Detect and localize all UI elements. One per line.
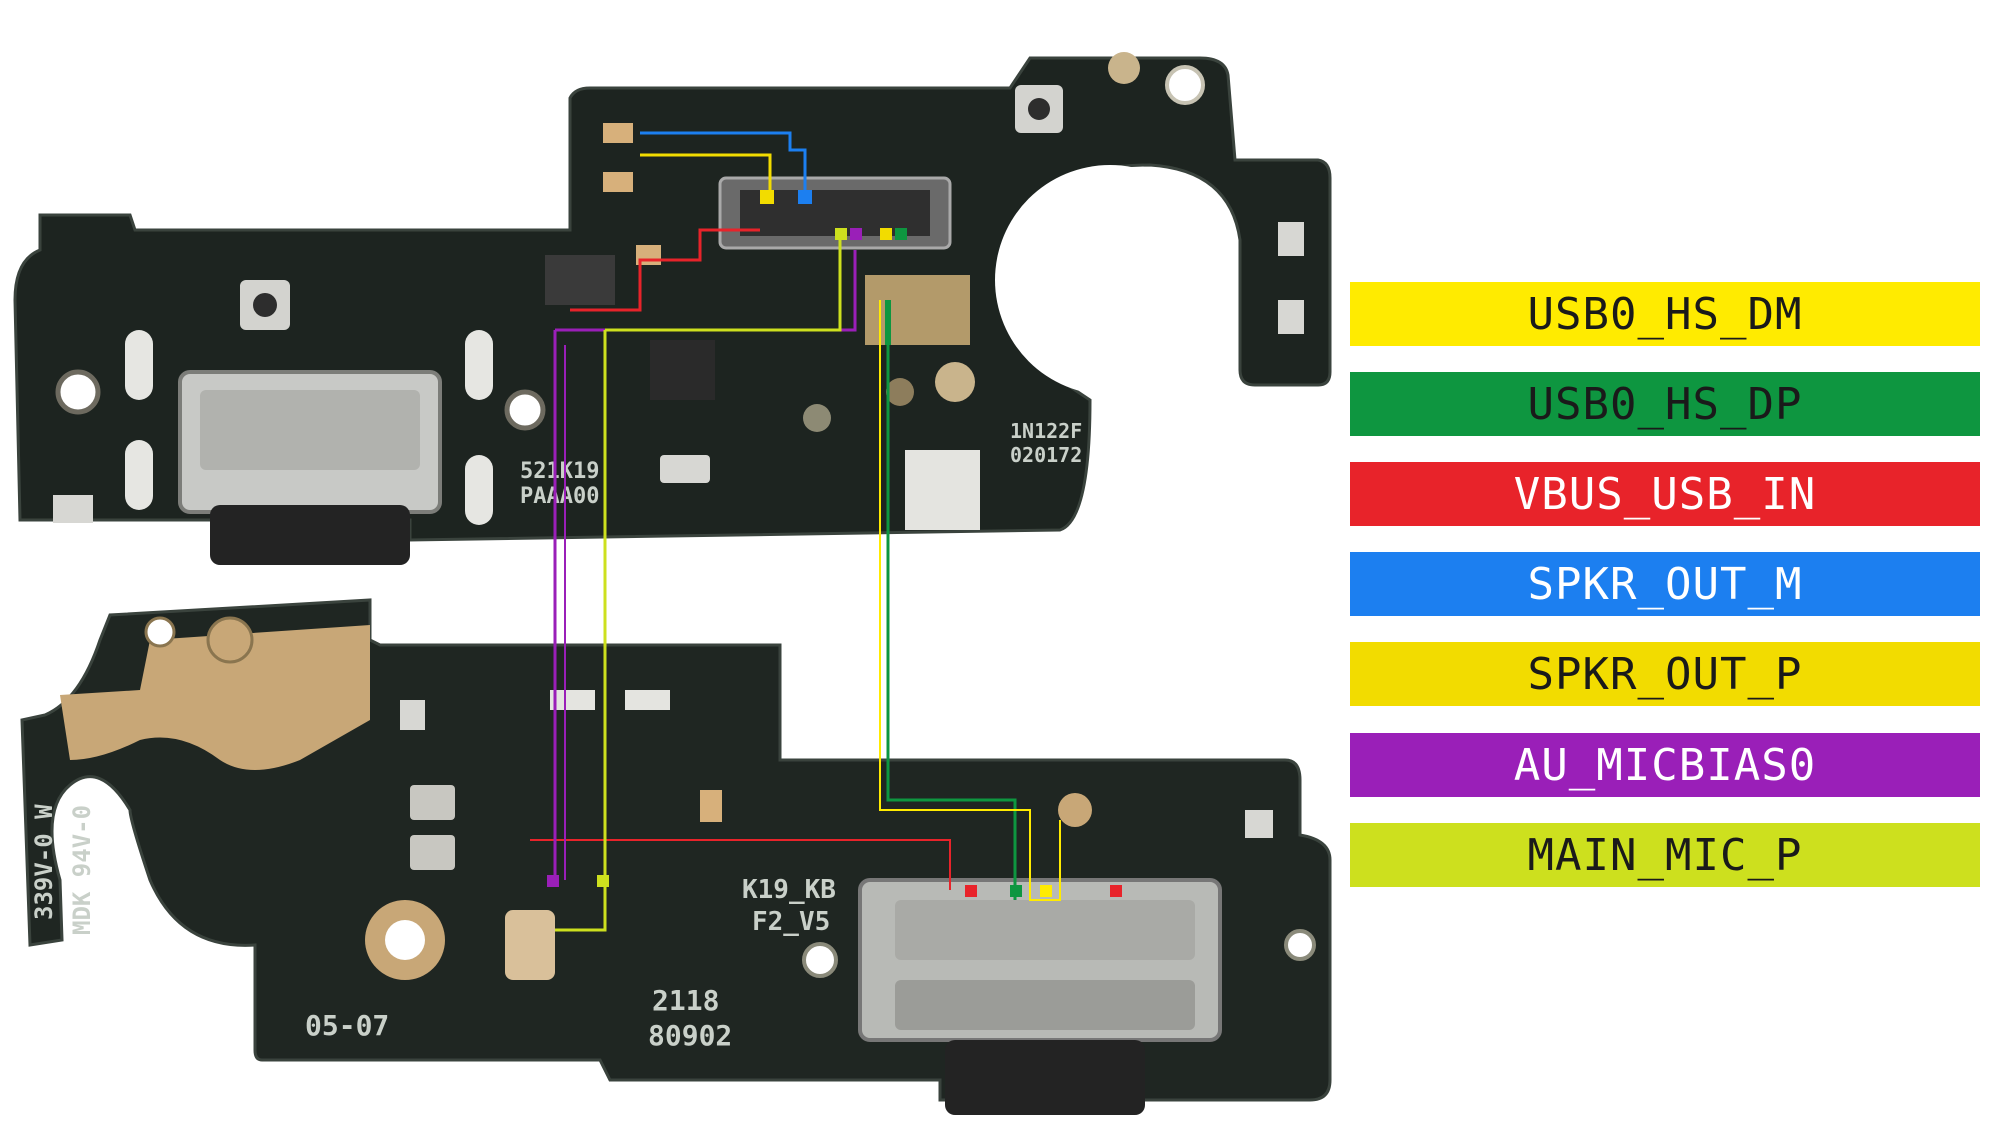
legend-label: MAIN_MIC_P <box>1527 829 1803 881</box>
legend-label: SPKR_OUT_M <box>1527 558 1803 610</box>
qr-code <box>905 450 980 530</box>
legend-usb0-hs-dm: USB0_HS_DM <box>1350 282 1980 346</box>
signal-traces <box>530 131 1061 932</box>
legend-label: USB0_HS_DP <box>1527 378 1803 430</box>
bottom-board: 339V-0 W MDK 94V-0 K19_KB F2_V5 05-07 21… <box>20 598 1332 1115</box>
gold-pad <box>865 275 970 345</box>
legend-label: VBUS_USB_IN <box>1513 468 1817 520</box>
top-revision: PAAA00 <box>520 484 599 509</box>
mount-hole <box>55 369 101 415</box>
trace-spkr-out-m <box>640 131 807 195</box>
trace-vbus <box>570 228 760 312</box>
top-part-number: 521K19 <box>520 459 599 484</box>
microphone <box>505 910 555 980</box>
trace-usb-dm <box>879 300 1061 901</box>
gold-mesh-area <box>60 625 370 770</box>
mount-hole <box>1165 65 1205 105</box>
bottom-model-label: K19_KB <box>742 875 836 905</box>
legend-label: AU_MICBIAS0 <box>1513 739 1817 791</box>
mount-hole <box>886 378 914 406</box>
mount-hole <box>803 404 831 432</box>
trace-main-mic <box>555 235 842 932</box>
bottom-number-1: 2118 <box>652 984 719 1017</box>
legend-label: USB0_HS_DM <box>1527 288 1803 340</box>
mount-hole <box>935 362 975 402</box>
mount-hole <box>1108 52 1140 84</box>
legend-usb0-hs-dp: USB0_HS_DP <box>1350 372 1980 436</box>
legend-spkr-out-p: SPKR_OUT_P <box>1350 642 1980 706</box>
legend-main-mic-p: MAIN_MIC_P <box>1350 823 1980 887</box>
legend-spkr-out-m: SPKR_OUT_M <box>1350 552 1980 616</box>
top-board: 521K19 PAAA00 1N122F 020172 <box>13 52 1332 565</box>
ic-chip <box>650 340 715 400</box>
legend-au-micbias0: AU_MICBIAS0 <box>1350 733 1980 797</box>
legend-vbus-usb-in: VBUS_USB_IN <box>1350 462 1980 526</box>
bottom-date-label: 05-07 <box>305 1009 389 1042</box>
trace-usb-dp <box>886 300 1017 900</box>
pad-markers <box>547 190 1122 897</box>
bottom-side-label-2: MDK 94V-0 <box>68 805 96 935</box>
bottom-number-2: 80902 <box>648 1019 732 1052</box>
trace-vbus-bottom <box>530 839 951 890</box>
top-code-1: 1N122F <box>1010 419 1082 443</box>
legend-label: SPKR_OUT_P <box>1527 648 1803 700</box>
bottom-side-label-1: 339V-0 W <box>30 804 58 920</box>
top-code-2: 020172 <box>1010 443 1082 467</box>
trace-spkr-out-p <box>640 153 772 195</box>
bottom-version-label: F2_V5 <box>752 907 830 937</box>
mount-hole <box>504 389 546 431</box>
